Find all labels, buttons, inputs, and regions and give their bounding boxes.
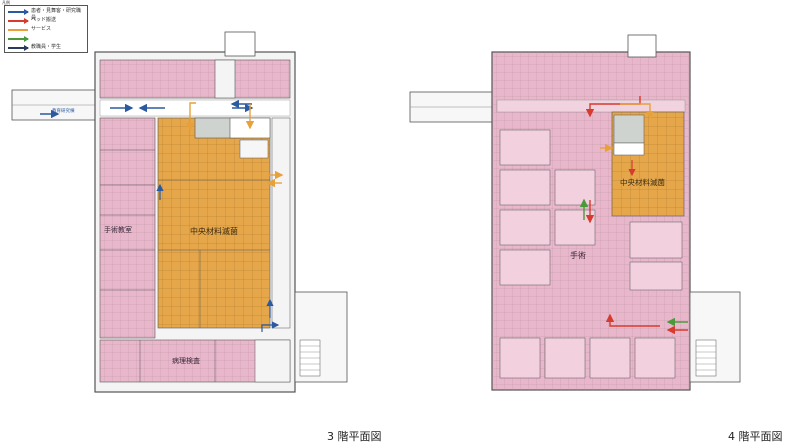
floor-4-caption: 4 階平面図: [728, 430, 783, 443]
legend-item-green: [7, 35, 85, 42]
floor-3-pathology-label: 病理検査: [172, 356, 200, 365]
legend-title: 凡例: [2, 0, 10, 5]
arrow-right-icon: [261, 321, 280, 332]
service-arrow-icon: [185, 102, 196, 132]
floor-4-surgery-label: 手術: [570, 250, 586, 260]
legend-label: 患者・見舞客・研究職員: [31, 8, 82, 21]
floor-3-bridge-label: 教育研究棟: [52, 107, 75, 114]
legend-line-icon: [8, 47, 28, 49]
legend-line-icon: [8, 11, 28, 13]
legend: 患者・見舞客・研究職員 ベッド搬送 サービス 教職員・学生: [4, 5, 88, 53]
legend-label: 教職員・学生: [31, 44, 62, 50]
arrow-right-icon: [24, 9, 29, 15]
legend-line-icon: [8, 38, 28, 40]
arrow-right-icon: [24, 18, 29, 24]
floor-3-central-supply-label: 中央材料滅菌: [190, 226, 238, 236]
floor-3-plan: 中央材料滅菌 手術教室 病理検査 教育研究棟: [11, 31, 348, 393]
legend-line-icon: [8, 20, 28, 22]
legend-item-patients: 患者・見舞客・研究職員: [7, 8, 85, 21]
bed-transport-arrow-icon: [585, 96, 641, 118]
arrow-right-icon: [24, 36, 29, 42]
bed-transport-arrow-icon: [605, 313, 660, 327]
legend-item-staff: 教職員・学生: [7, 44, 85, 51]
floor-3-surgery-label: 手術教室: [104, 225, 132, 234]
legend-label: ベッド搬送: [31, 17, 57, 23]
legend-label: サービス: [31, 26, 52, 32]
floor-4-plan: 中央材料滅菌 手術: [409, 34, 741, 391]
legend-item-bed-transport: ベッド搬送: [7, 17, 85, 24]
service-arrow-icon: [620, 103, 655, 120]
legend-line-icon: [8, 29, 28, 31]
arrow-right-icon: [24, 45, 29, 51]
floor-4-central-supply-label: 中央材料滅菌: [620, 177, 665, 187]
legend-item-service: サービス: [7, 26, 85, 33]
floor-3-caption: 3 階平面図: [327, 430, 382, 443]
